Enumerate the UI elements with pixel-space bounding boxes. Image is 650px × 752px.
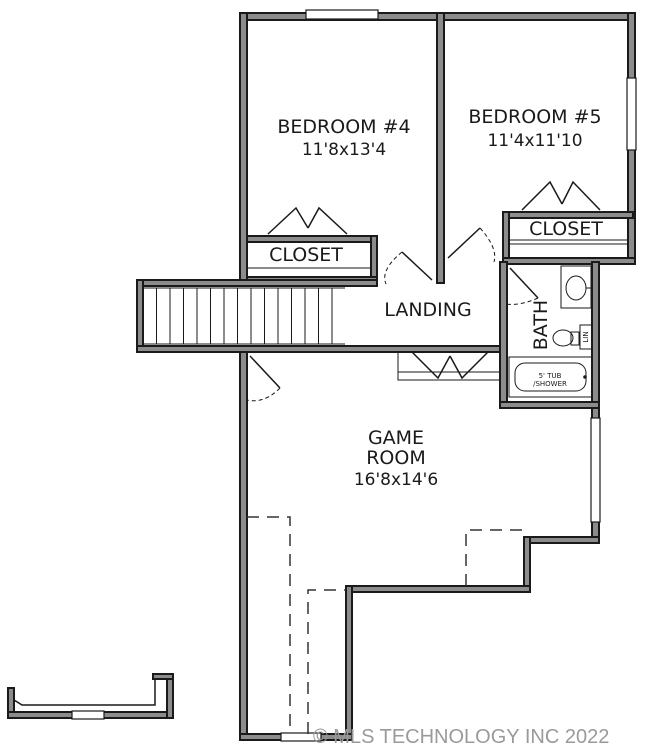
bath-door <box>509 267 539 299</box>
window-bedroom4 <box>305 9 379 20</box>
bathtub <box>508 356 593 398</box>
bath-sink-icon <box>565 275 587 301</box>
game-room-title-1: GAME <box>368 427 424 449</box>
wall-stair-bottom <box>136 345 501 353</box>
linen-cabinet <box>579 324 593 350</box>
tub-label-2: /SHOWER <box>533 380 567 388</box>
bedroom4-door-swing <box>384 251 403 285</box>
bedroom5-size: 11'4x11'10 <box>487 131 582 151</box>
bedroom4-door <box>401 251 433 281</box>
game-room-title-2: ROOM <box>366 447 426 469</box>
closet-right-door-a <box>521 180 563 211</box>
linen-door-b <box>449 351 489 380</box>
watermark-text: © MLS TECHNOLOGY INC 2022 <box>313 726 609 748</box>
wall-closet-right-bottom <box>502 257 636 265</box>
bedroom5-door <box>447 227 481 259</box>
wall-bedroom4-left <box>239 12 248 284</box>
game-room-door-swing <box>246 387 281 402</box>
bath-vanity <box>560 265 592 309</box>
wall-game-step2 <box>523 536 531 593</box>
wall-bath-left <box>499 261 508 409</box>
wall-game-left <box>239 351 248 741</box>
toilet-tank <box>570 331 580 346</box>
wall-game-step4 <box>345 585 353 741</box>
game-room-door <box>249 355 281 389</box>
window-fragment <box>71 710 105 720</box>
wall-fragment-cap <box>152 673 174 680</box>
closet-left-door-a <box>267 206 309 235</box>
wall-stair-left <box>136 279 144 353</box>
wall-closet-left-top <box>246 235 378 243</box>
window-game-room <box>590 417 601 523</box>
closet-left-door-b <box>307 206 348 235</box>
wall-stair-top <box>136 279 378 287</box>
fragment-inner <box>13 679 156 706</box>
wall-game-step1 <box>523 536 600 544</box>
game-dash-right <box>465 529 524 586</box>
closet-right-door-b <box>561 180 601 211</box>
wall-fragment-right <box>166 673 174 719</box>
closet-left-label: CLOSET <box>269 244 343 266</box>
bedroom5-title: BEDROOM #5 <box>468 106 601 128</box>
staircase <box>142 287 345 345</box>
linen-closet <box>397 351 501 381</box>
linen-door-a <box>411 351 451 380</box>
game-dash-left <box>247 516 291 734</box>
window-game-bottom <box>280 732 322 742</box>
landing-label: LANDING <box>384 299 471 321</box>
wall-bedroom-divider <box>436 12 445 284</box>
closet-right-label: CLOSET <box>529 218 603 240</box>
bedroom4-title: BEDROOM #4 <box>277 116 410 138</box>
tub-label: 5' TUB <box>539 372 562 380</box>
bath-door-swing <box>504 297 539 305</box>
toilet-icon <box>552 329 574 347</box>
wall-bath-bottom <box>499 401 600 409</box>
wall-bath-right <box>591 261 600 409</box>
game-dash-mid <box>307 589 346 734</box>
game-room-size: 16'8x14'6 <box>354 470 438 490</box>
bath-label: BATH <box>530 300 552 350</box>
window-bedroom5 <box>626 77 637 151</box>
bedroom4-size: 11'8x13'4 <box>302 140 386 160</box>
wall-closet-left-right <box>370 235 378 284</box>
wall-game-step3 <box>345 585 531 593</box>
bedroom5-door-swing <box>479 227 496 263</box>
tub-drain-icon <box>583 375 587 379</box>
lin-label: LIN <box>582 331 590 342</box>
wall-closet-right-left <box>502 211 510 265</box>
